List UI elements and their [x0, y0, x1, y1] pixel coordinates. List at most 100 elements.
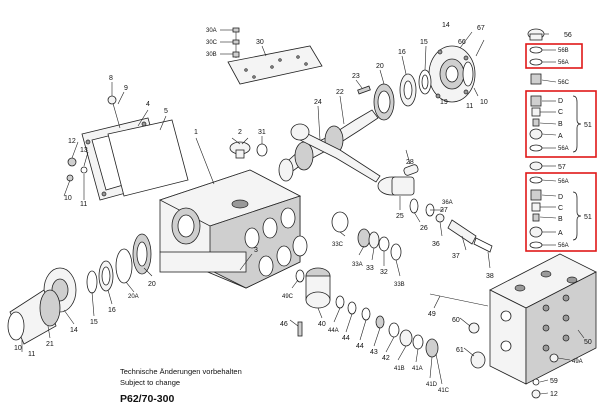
label-24: 24 — [314, 99, 322, 106]
model-number: P62/70-300 — [120, 393, 175, 405]
key-23 — [357, 85, 371, 95]
label-40: 40 — [318, 321, 326, 328]
label-32: 32 — [380, 269, 388, 276]
label-56B: 56B — [558, 48, 569, 54]
screw-10-11-top — [473, 87, 479, 97]
label-C2: C — [558, 205, 563, 212]
label-56A-g2b: 56A — [558, 243, 569, 249]
label-23: 23 — [352, 73, 360, 80]
label-46: 46 — [280, 321, 288, 328]
label-42: 42 — [382, 355, 390, 362]
label-41B: 41B — [394, 366, 405, 372]
label-49: 49 — [428, 311, 436, 318]
callout-labels: 30A 30C 30B 30 14 67 56 56B 56A 66 15 16… — [14, 22, 592, 398]
label-D2: D — [558, 194, 563, 201]
label-12-lower: 12 — [550, 391, 558, 398]
label-67: 67 — [477, 25, 485, 32]
screw-67 — [475, 39, 485, 57]
label-61: 61 — [456, 347, 464, 354]
label-60: 60 — [452, 317, 460, 324]
label-B1: B — [558, 121, 563, 128]
label-44-a: 44 — [342, 335, 350, 342]
label-44-b: 44 — [356, 343, 364, 350]
label-B2: B — [558, 216, 563, 223]
label-10-mid: 10 — [64, 195, 72, 202]
label-C1: C — [558, 109, 563, 116]
label-27: 27 — [440, 207, 448, 214]
label-30A: 30A — [206, 28, 217, 34]
label-11-left: 11 — [28, 351, 35, 358]
bearing-20-left — [132, 233, 152, 275]
ring-49C — [295, 269, 305, 283]
label-A1: A — [558, 133, 563, 140]
label-59: 59 — [550, 378, 558, 385]
valve-group-51-lower — [525, 172, 597, 252]
seal-20A — [115, 248, 133, 284]
label-10-top: 10 — [480, 99, 488, 106]
pin-46 — [297, 321, 303, 337]
valve-group-51-upper — [525, 90, 597, 158]
label-20-top: 20 — [376, 63, 384, 70]
gasket-5 — [107, 119, 189, 197]
label-56A-top: 56A — [558, 60, 569, 66]
label-16-top: 16 — [398, 49, 406, 56]
label-33A: 33A — [352, 262, 363, 268]
label-19: 19 — [440, 99, 448, 106]
label-33: 33 — [366, 265, 374, 272]
leader-lines — [47, 29, 585, 395]
flange-14-top — [428, 45, 476, 103]
label-A2: A — [558, 230, 563, 237]
label-33B: 33B — [394, 282, 405, 288]
label-50: 50 — [584, 339, 592, 346]
label-41D: 41D — [426, 382, 438, 388]
label-9: 9 — [124, 85, 128, 92]
label-21: 21 — [46, 341, 54, 348]
label-D1: D — [558, 98, 563, 105]
footer-note-english: Subject to change — [120, 378, 181, 387]
crankcase-1 — [158, 169, 308, 289]
valve-seat-57 — [529, 161, 543, 171]
label-10-left: 10 — [14, 345, 22, 352]
label-5: 5 — [164, 108, 168, 115]
label-57: 57 — [558, 164, 566, 171]
label-37: 37 — [452, 253, 460, 260]
label-56C: 56C — [558, 80, 570, 86]
label-13: 13 — [80, 147, 88, 154]
label-20A: 20A — [128, 294, 139, 300]
seal-15-top — [418, 69, 432, 95]
seal-66 — [462, 61, 474, 87]
stud-49 — [429, 293, 489, 307]
label-1: 1 — [194, 129, 198, 136]
label-22: 22 — [336, 89, 344, 96]
label-49A: 49A — [572, 359, 583, 365]
label-12: 12 — [68, 138, 76, 145]
label-36: 36 — [432, 241, 440, 248]
breather-8-9 — [111, 99, 121, 129]
bell-housing-21 — [7, 289, 61, 345]
label-2: 2 — [238, 129, 242, 136]
valve-group-56B-56A-top — [525, 43, 583, 69]
plug-49A — [549, 353, 559, 363]
label-15-left: 15 — [90, 319, 98, 326]
bearing-16-top — [399, 73, 417, 107]
label-8: 8 — [109, 75, 113, 82]
label-38: 38 — [486, 273, 494, 280]
manifold-50 — [489, 253, 597, 385]
crankshaft-22 — [278, 109, 379, 182]
label-3: 3 — [254, 247, 258, 254]
plug-12-lower — [531, 389, 541, 399]
ring-33C — [331, 211, 349, 233]
ring-59 — [532, 378, 540, 386]
oil-cap-2 — [229, 141, 251, 159]
valve-cap-56 — [527, 28, 545, 41]
label-56A-g1: 56A — [558, 146, 569, 152]
label-31: 31 — [258, 129, 266, 136]
label-15-top: 15 — [420, 39, 428, 46]
spring-56C — [530, 73, 542, 85]
seal-stack-44-41 — [335, 295, 439, 358]
label-26: 26 — [420, 225, 428, 232]
screws-30abc — [232, 27, 240, 58]
label-41C: 41C — [438, 388, 450, 394]
label-30C: 30C — [206, 40, 218, 46]
